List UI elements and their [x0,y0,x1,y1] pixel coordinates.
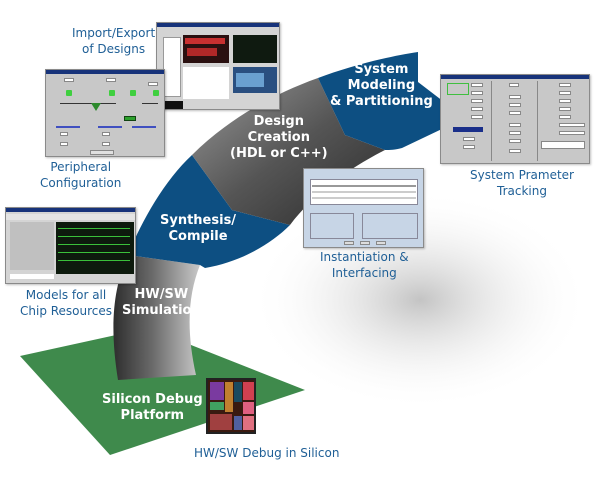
silicon-platform-base [20,328,305,455]
stage-label-design-creation: Design Creation (HDL or C++) [230,114,328,161]
silicon-chip-image [206,378,256,434]
caption-peripheral-config: Peripheral Configuration [40,160,122,190]
caption-debug-silicon: HW/SW Debug in Silicon [194,446,340,460]
arch-segment-synthesis [128,155,290,268]
import-export-screenshot [156,22,280,110]
stage-label-synthesis: Synthesis/ Compile [160,213,237,244]
stage-label-system-modeling: System Modeling & Partitioning [330,62,433,109]
stage-label-simulation: HW/SW Simulation [122,287,201,318]
arch-segment-design [192,78,385,225]
caption-system-parameter: System Prameter Tracking [470,168,574,198]
arch-segment-simulation [113,255,200,380]
system-parameter-screenshot [440,74,590,164]
arch-segment-modeling [318,52,465,150]
caption-instantiation: Instantiation & Interfacing [320,250,409,280]
models-screenshot [5,207,136,284]
peripheral-config-screenshot [45,69,165,157]
instantiation-screenshot [303,168,424,248]
caption-models: Models for all Chip Resources [20,288,113,318]
stage-label-silicon-debug: Silicon Debug Platform [102,392,203,423]
caption-import-export: Import/Export of Designs [72,26,156,56]
